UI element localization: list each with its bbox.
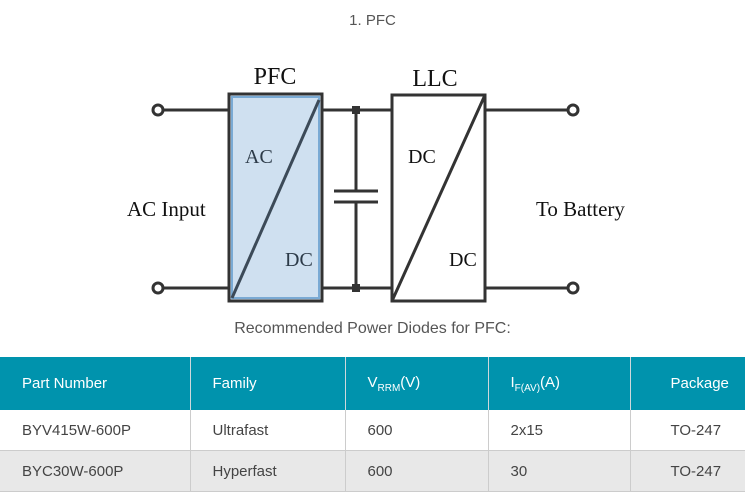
- pfc-block-diagram: PFC LLC AC DC DC DC AC Input To Battery: [127, 64, 625, 303]
- llc-input-label: DC: [408, 146, 436, 168]
- header-vrrm: VRRM(V): [345, 357, 489, 410]
- table-row: BYV415W-600P Ultrafast 600 2x15 TO-247: [0, 410, 745, 451]
- ac-input-label: AC Input: [127, 197, 206, 221]
- header-family: Family: [190, 357, 346, 410]
- header-part-number: Part Number: [0, 357, 191, 410]
- input-wires: [151, 103, 228, 295]
- output-terminal-bottom: [566, 281, 580, 295]
- cell-ifav: 30: [488, 450, 631, 492]
- cell-vrrm: 600: [345, 410, 489, 451]
- figure-caption: 1. PFC: [349, 12, 396, 29]
- llc-output-label: DC: [449, 249, 477, 271]
- diode-table: Part Number Family VRRM(V) IF(AV)(A) Pac…: [0, 357, 745, 492]
- header-ifav: IF(AV)(A): [488, 357, 631, 410]
- table-header-row: Part Number Family VRRM(V) IF(AV)(A) Pac…: [0, 357, 745, 410]
- cell-vrrm: 600: [345, 450, 489, 492]
- pfc-input-label: AC: [245, 146, 273, 168]
- capacitor: [334, 106, 378, 292]
- cell-ifav: 2x15: [488, 410, 631, 451]
- to-battery-label: To Battery: [536, 197, 625, 221]
- pfc-label: PFC: [254, 64, 297, 90]
- table-row: BYC30W-600P Hyperfast 600 30 TO-247: [0, 450, 745, 492]
- input-terminal-top: [151, 103, 165, 117]
- table-title: Recommended Power Diodes for PFC:: [234, 320, 511, 337]
- cell-family: Ultrafast: [190, 410, 346, 451]
- input-terminal-bottom: [151, 281, 165, 295]
- cell-family: Hyperfast: [190, 450, 346, 492]
- header-package: Package: [630, 357, 745, 410]
- cell-package: TO-247: [630, 410, 745, 451]
- llc-label: LLC: [412, 66, 457, 92]
- pfc-output-label: DC: [285, 249, 313, 271]
- output-terminal-top: [566, 103, 580, 117]
- cell-package: TO-247: [630, 450, 745, 492]
- cell-part: BYC30W-600P: [0, 450, 191, 492]
- cell-part: BYV415W-600P: [0, 410, 191, 451]
